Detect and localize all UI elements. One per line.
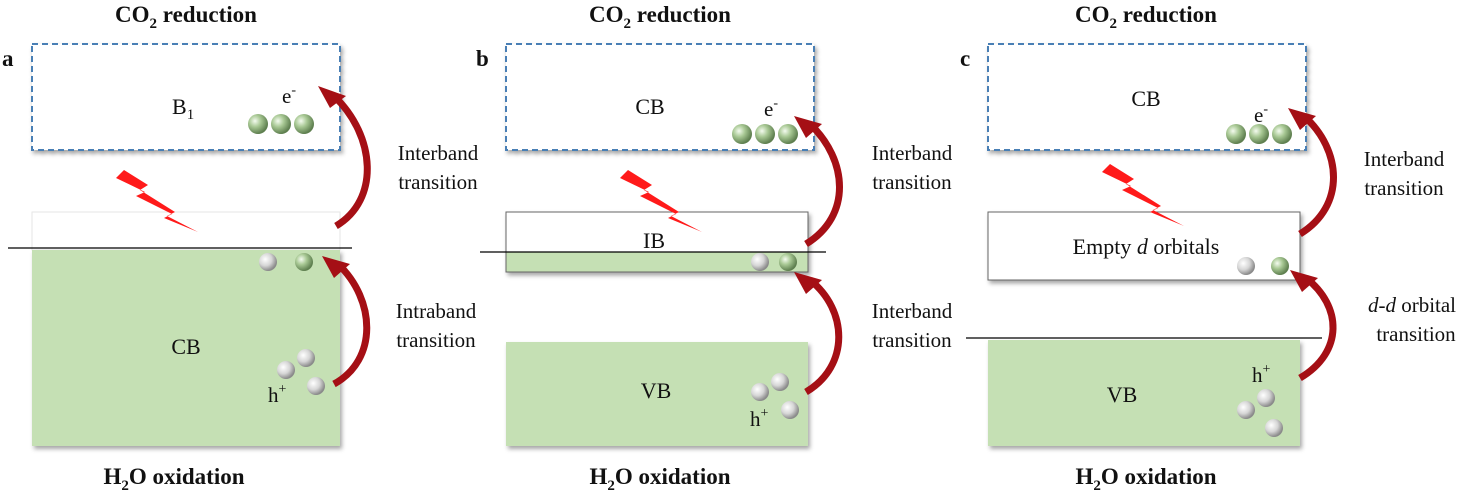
co2-reduction-header: CO2 reduction — [589, 2, 731, 32]
electron — [779, 253, 797, 271]
electron — [755, 124, 775, 144]
lower-band-label: CB — [171, 334, 200, 359]
panel-c: c CO2 reduction CB Empty d orbitals VB e… — [960, 2, 1456, 494]
electron-label: e- — [282, 83, 296, 108]
hole — [259, 253, 277, 271]
panel-b: b CO2 reduction CB IB VB e- — [476, 2, 953, 494]
co2-reduction-header: CO2 reduction — [115, 2, 257, 32]
lower-transition-arrow — [804, 277, 843, 396]
lightning-bolt-icon — [1102, 164, 1184, 226]
carriers-band-edge — [259, 253, 313, 271]
holes-lower — [277, 349, 325, 395]
middle-band-label: IB — [643, 228, 665, 253]
hole — [1237, 257, 1255, 275]
electron — [778, 124, 798, 144]
middle-band-label: Empty d orbitals — [1073, 234, 1220, 259]
electron-label: e- — [764, 96, 778, 121]
electron — [1226, 124, 1246, 144]
electron — [732, 124, 752, 144]
lower-band-box — [32, 250, 340, 446]
electron — [248, 114, 268, 134]
lower-band-label: VB — [641, 378, 672, 403]
lower-band-label: VB — [1107, 382, 1138, 407]
hole — [1265, 419, 1283, 437]
electron — [294, 114, 314, 134]
holes-lower — [751, 373, 799, 419]
upper-transition-arrow — [804, 121, 843, 247]
upper-band-box — [31, 43, 341, 151]
upper-transition-arrow — [331, 93, 371, 230]
electron — [1272, 124, 1292, 144]
lower-transition-arrow — [1298, 275, 1337, 382]
arrowhead — [1288, 108, 1316, 130]
hole-label: h+ — [268, 382, 287, 407]
lightning-bolt-icon — [116, 170, 198, 232]
hole-label: h+ — [1252, 362, 1271, 387]
electrons-upper — [248, 114, 314, 134]
hole — [771, 373, 789, 391]
electron-label: e- — [1254, 102, 1268, 127]
middle-gap-region — [31, 211, 341, 251]
electron — [295, 253, 313, 271]
arrowhead — [322, 256, 350, 278]
h2o-oxidation-header: H2O oxidation — [103, 464, 244, 494]
electrons-upper — [732, 124, 798, 144]
h2o-oxidation-header: H2O oxidation — [1075, 464, 1216, 494]
panel-letter: a — [2, 46, 14, 71]
hole — [781, 401, 799, 419]
hole — [1257, 389, 1275, 407]
h2o-oxidation-header: H2O oxidation — [589, 464, 730, 494]
arrowhead — [318, 86, 346, 108]
hole — [751, 253, 769, 271]
upper-band-label: CB — [1131, 86, 1160, 111]
holes-lower — [1237, 389, 1283, 437]
upper-transition-arrow — [1298, 113, 1337, 237]
panel-letter: c — [960, 46, 970, 71]
panel-a: a CO2 reduction B1 CB e- h+ — [2, 2, 479, 494]
arrowhead — [794, 116, 822, 138]
electrons-upper — [1226, 124, 1292, 144]
electron — [271, 114, 291, 134]
arrowhead — [1290, 270, 1318, 292]
lower-transition-arrow — [332, 261, 371, 388]
hole — [307, 377, 325, 395]
upper-band-label: B1 — [172, 94, 194, 123]
hole — [1237, 401, 1255, 419]
lightning-bolt-icon — [620, 170, 702, 232]
hole — [751, 383, 769, 401]
panel-letter: b — [476, 46, 489, 71]
electron — [1271, 257, 1289, 275]
hole — [277, 361, 295, 379]
hole-label: h+ — [750, 406, 769, 431]
carriers-d-orbitals — [1237, 257, 1289, 275]
upper-band-label: CB — [635, 94, 664, 119]
hole — [297, 349, 315, 367]
electron — [1249, 124, 1269, 144]
intermediate-band-box — [505, 211, 809, 273]
lower-band-box — [988, 340, 1300, 446]
arrowhead — [794, 272, 822, 294]
carriers-intermediate-band — [751, 253, 797, 271]
co2-reduction-header: CO2 reduction — [1075, 2, 1217, 32]
